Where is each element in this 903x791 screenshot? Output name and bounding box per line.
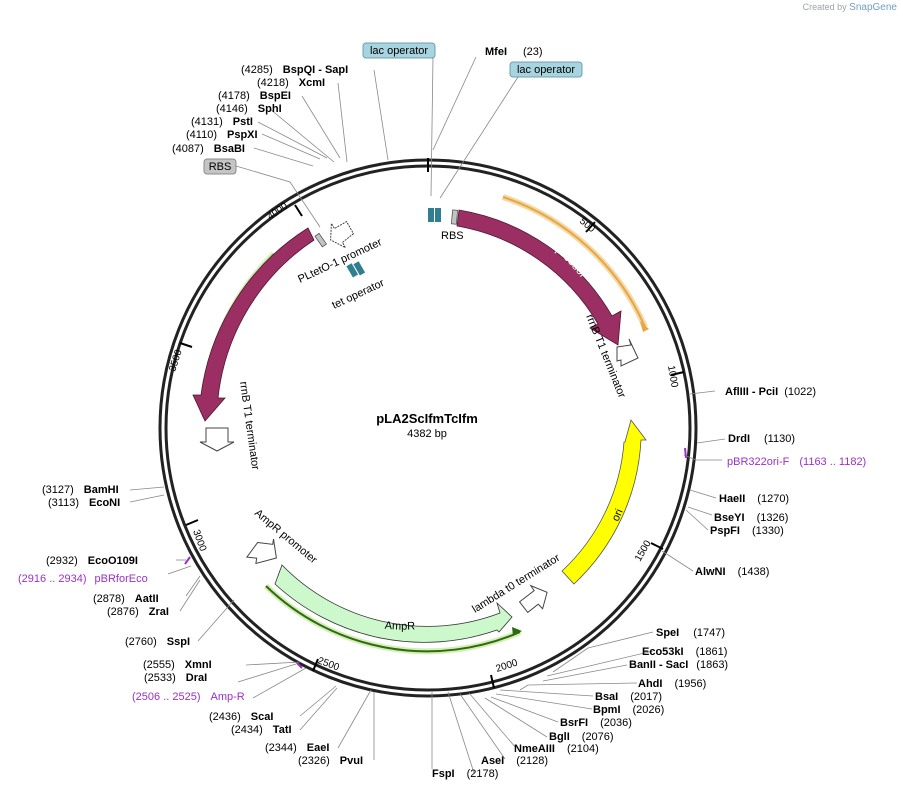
orf-arrow-orange [640,321,649,332]
lambda-t0-terminator-label: lambda t0 terminator [470,552,562,616]
site-banii-saci[interactable]: BanII - SacI(1863) [629,659,728,671]
site-alwni[interactable]: AlwNI(1438) [695,566,769,578]
site-drdi[interactable]: DrdI(1130) [728,433,795,445]
site-tati[interactable]: (2434)TatI [231,724,292,736]
site-asei[interactable]: AseI(2128) [481,755,548,767]
rbs-box-text: RBS [209,161,232,173]
lac-operator-box-2-text: lac operator [517,64,575,76]
lac-operator-mark-1 [428,208,434,222]
credit-prefix: Created by [802,2,847,12]
snapgene-credit: Created by SnapGene [803,2,897,13]
tick-1000: 1000 [665,365,680,389]
primer-amp-r[interactable]: (2506 .. 2525)Amp-R [132,691,245,703]
site-xmni[interactable]: (2555)XmnI [143,659,212,671]
site- econi[interactable]: (3113)EcoNI [48,497,120,509]
credit-brand: SnapGene [849,2,897,13]
rrnb-terminator-arrow-1 [616,338,639,367]
ori-label: ori [610,507,626,523]
ori-feature [561,419,647,585]
site-pvui[interactable]: (2326)PvuI [298,755,363,767]
lambda-repressor-2 [192,227,315,422]
ampr-feature [274,564,513,643]
lac-operator-box-2: lac operator [509,61,583,78]
site-drai[interactable]: (2533)DraI [144,672,207,684]
ampr-promoter-arrow [245,538,277,565]
site-ecoo109i[interactable]: (2932)EcoO109I [46,555,138,567]
site-haeii[interactable]: HaeII(1270) [719,493,789,505]
site-bsai[interactable]: BsaI(2017) [595,691,662,703]
site-scai[interactable]: (2436)ScaI [209,711,273,723]
site-zrai[interactable]: (2876)ZraI [107,606,169,618]
rbs-mark [451,209,458,225]
lac-operator-box-1: lac operator [362,42,436,59]
site-xcmi[interactable]: (4218)XcmI [257,77,325,89]
lambda-repressor-1 [456,209,622,346]
tick-2000: 2000 [495,657,520,674]
site-eaei[interactable]: (2344)EaeI [265,742,329,754]
tet-operator-label: tet operator [330,277,386,312]
rbs-label: RBS [441,230,464,242]
pltet-promoter-arrow [330,220,355,249]
primer-pbr322ori-f[interactable]: pBR322ori-F(1163 .. 1182) [727,456,866,468]
rrnb-terminator-2-label: rrnB T1 terminator [237,381,261,471]
primer-pbrforeco[interactable]: (2916 .. 2934)pBRforEco [18,573,148,585]
site-bgli[interactable]: BglI(2076) [549,731,614,743]
site-afliii-pcii[interactable]: AflIII - PciI(1022) [725,386,816,398]
tick-1500: 1500 [633,538,654,563]
lambda-t0-terminator-arrow [518,584,548,614]
site-mfei[interactable]: MfeI(23) [485,46,543,58]
site-sphi[interactable]: (4146)SphI [216,103,282,115]
site-eco53ki[interactable]: Eco53kI(1861) [642,646,727,658]
tick-marks [179,158,685,689]
orf-arrow-green-bottom [512,627,522,636]
tet-operator-mark-1 [346,263,359,278]
site-ahdi[interactable]: AhdI(1956) [638,678,706,690]
primer-marks [184,447,687,669]
site-bsabi[interactable]: (4087)BsaBI [172,143,245,155]
site-bspqi-sapi[interactable]: (4285)BspQI - SapI [241,64,348,76]
tet-operator-mark-2 [353,261,366,276]
site-nmeaiii[interactable]: NmeAIII(2104) [514,743,599,755]
site-bamhi[interactable]: (3127)BamHI [42,484,119,496]
rrnb-terminator-arrow-2 [199,427,235,452]
site-pspfi[interactable]: PspFI(1330) [710,525,784,537]
leader-lines [129,56,726,774]
site-bseyi[interactable]: BseYI(1326) [714,512,788,524]
ampr-label: AmpR [384,620,415,633]
site-fspi[interactable]: FspI(2178) [432,768,498,780]
site-spei[interactable]: SpeI(1747) [656,627,725,639]
pltet-rbs-mark [314,232,327,248]
lac-operator-mark-2 [435,208,441,222]
site-bsrfi[interactable]: BsrFI(2036) [560,717,632,729]
tick-4000: 4000 [265,200,290,222]
site-bspei[interactable]: (4178)BspEI [218,90,291,102]
site-aatii[interactable]: (2878)AatII [93,593,159,605]
plasmid-name: pLA2ScIfmTcIfm [376,411,478,426]
rbs-box: RBS [203,158,237,175]
site-pspxi[interactable]: (4110)PspXI [186,129,258,141]
site-bpmi[interactable]: BpmI(2026) [593,704,664,716]
lac-operator-box-1-text: lac operator [370,45,428,57]
site-sspi[interactable]: (2760)SspI [125,636,190,648]
plasmid-length: 4382 bp [407,428,447,440]
site-psti[interactable]: (4131)PstI [191,116,253,128]
